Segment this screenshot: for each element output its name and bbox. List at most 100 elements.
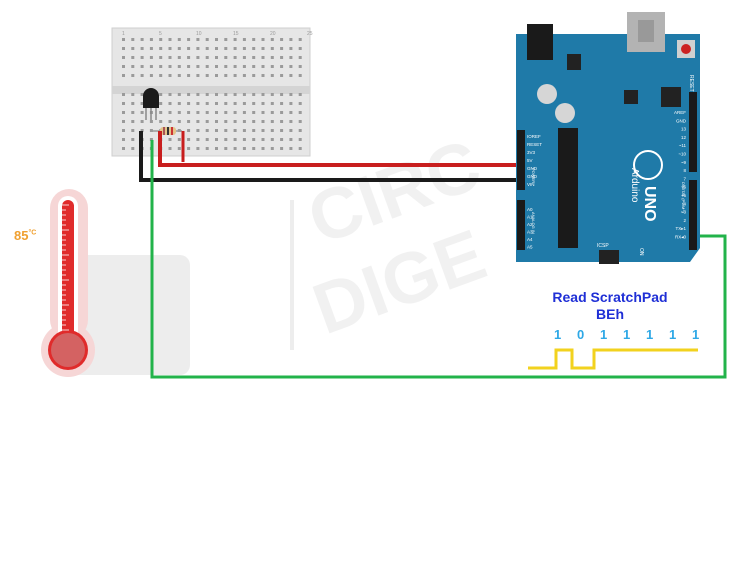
breadboard-hole [122,38,125,41]
breadboard-hole [205,138,209,141]
breadboard-hole [187,65,191,68]
breadboard-hole [159,74,163,77]
breadboard-hole [215,93,218,96]
breadboard-hole [261,93,265,96]
bit-sequence: 1 0 1 1 1 1 1 [546,327,706,343]
breadboard-hole [168,120,172,123]
pin-label: A3 [527,230,533,235]
breadboard-hole [252,111,256,114]
pin-label: 3V3 [527,150,536,155]
pin-label: ~9 [681,160,687,165]
pin-label: 8 [683,168,686,173]
bit-3: 1 [623,327,631,342]
breadboard-hole [224,74,228,77]
breadboard-hole [196,138,200,141]
breadboard-hole [205,47,209,50]
breadboard-hole [187,74,191,77]
bit-1: 0 [577,327,585,342]
pin-label: GND [527,174,538,179]
breadboard-hole [215,129,218,132]
breadboard-hole [298,111,302,114]
breadboard-hole [280,111,284,114]
breadboard-hole [131,38,135,41]
breadboard-hole [224,47,228,50]
breadboard-hole [261,74,265,77]
temperature-unit: °C [28,229,37,237]
breadboard-hole [131,56,135,59]
breadboard-hole [196,65,200,68]
breadboard-hole [177,74,181,77]
breadboard-number: 15 [233,31,239,37]
pin-label: VIN [527,182,535,187]
breadboard-hole [261,111,265,114]
breadboard-hole [177,47,181,50]
breadboard-hole [205,120,209,123]
breadboard-hole [298,102,302,105]
breadboard-hole [289,138,293,141]
breadboard-hole [280,93,284,96]
breadboard-hole [298,38,302,41]
pin-label: GND [676,118,687,123]
breadboard-hole [122,47,125,50]
breadboard-hole [224,147,228,150]
breadboard-hole [252,56,256,59]
breadboard-hole [131,111,135,114]
breadboard-hole [289,120,293,123]
breadboard-hole [187,129,191,132]
pin-label: 13 [681,127,687,132]
breadboard-hole [224,120,228,123]
breadboard-hole [224,38,228,41]
breadboard-hole [298,120,302,123]
thermometer-scale [62,204,69,331]
breadboard-hole [187,111,191,114]
arduino-analog-text: ANALOG IN [531,212,536,234]
breadboard-hole [242,38,246,41]
breadboard-hole [298,129,302,132]
bit-5: 1 [669,327,677,342]
breadboard-hole [187,147,191,150]
breadboard-hole [280,74,284,77]
breadboard-hole [233,129,237,132]
breadboard-hole [252,65,256,68]
breadboard-number: 5 [159,31,162,37]
breadboard-hole [196,147,200,150]
breadboard-hole [298,147,302,150]
breadboard-hole [196,102,200,105]
breadboard-hole [280,147,284,150]
breadboard-hole [140,56,144,59]
pin-label: RESET [527,142,542,147]
breadboard-hole [242,102,246,105]
pin-label: A2 [527,222,533,227]
breadboard-hole [149,138,153,141]
breadboard-hole [270,38,274,41]
breadboard-hole [187,102,191,105]
breadboard-hole [298,47,302,50]
breadboard-hole [196,38,200,41]
breadboard-hole [187,56,191,59]
ds18b20-sensor [143,88,159,120]
arduino-uno-board [516,12,700,264]
breadboard-hole [280,47,284,50]
breadboard-hole [177,120,181,123]
breadboard-hole [168,38,172,41]
breadboard-hole [177,93,181,96]
breadboard-hole [177,38,181,41]
breadboard-hole [261,65,265,68]
breadboard-hole [177,111,181,114]
breadboard-hole [122,56,125,59]
breadboard-hole [177,147,181,150]
breadboard-hole [242,147,246,150]
arduino-model-text: UNO [641,186,658,222]
breadboard-hole [168,74,172,77]
command-title: Read ScratchPad BEh [520,289,700,323]
breadboard-hole [159,56,163,59]
pin-label: ~5 [681,193,687,198]
breadboard-hole [177,65,181,68]
breadboard-hole [168,138,172,141]
breadboard-hole [215,47,218,50]
breadboard-hole [122,138,125,141]
wire-5v-red [158,131,522,167]
watermark-logo [70,200,294,375]
